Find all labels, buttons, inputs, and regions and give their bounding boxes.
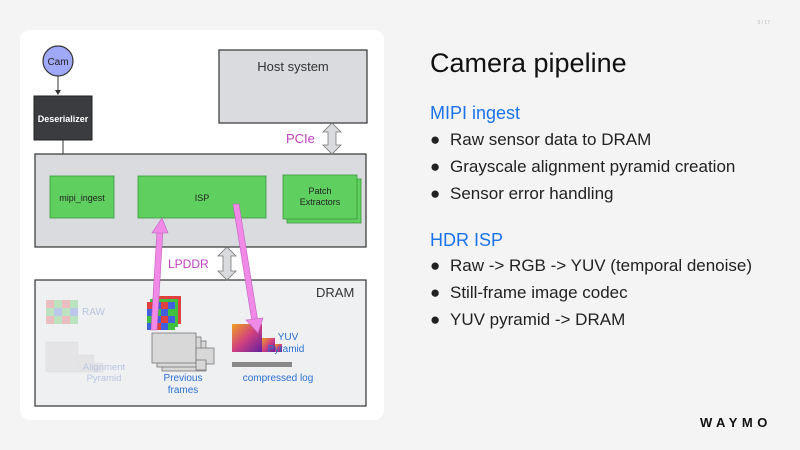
alignment-pyramid-graphic (45, 341, 104, 373)
slide-number: 5 / 17 (757, 20, 770, 26)
isp-block (137, 175, 267, 219)
lpddr-label: LPDDR (168, 257, 209, 271)
bullet-dot: ● (430, 157, 441, 176)
slide-title: Camera pipeline (430, 48, 627, 78)
raw-mosaic (46, 300, 78, 324)
mipi-ingest-bullet-list: ●Raw sensor data to DRAM ●Grayscale alig… (430, 126, 735, 207)
previous-frames-label-1: Previous (164, 373, 203, 384)
list-item: ●Raw -> RGB -> YUV (temporal denoise) (430, 252, 752, 279)
bullet-dot: ● (430, 283, 441, 302)
pcie-label: PCIe (286, 131, 315, 146)
yuv-pyramid-label-1: YUV (278, 332, 299, 343)
lpddr-double-arrow (217, 246, 237, 281)
isp-label: ISP (195, 193, 210, 203)
waymo-logo: WAYMO (700, 415, 772, 430)
pink-arrow-down (232, 203, 264, 334)
previous-frames-stack (151, 332, 215, 372)
host-system-label: Host system (257, 59, 329, 74)
bullet-dot: ● (430, 130, 441, 149)
dram-label: DRAM (316, 285, 354, 300)
bullet-dot: ● (430, 256, 441, 275)
yuv-pyramid-label-2: Pyramid (268, 344, 305, 355)
deserializer-label: Deserializer (38, 114, 89, 124)
hdr-isp-bullet-list: ●Raw -> RGB -> YUV (temporal denoise) ●S… (430, 252, 752, 333)
previous-frames-label-2: frames (168, 385, 199, 396)
diagram-panel: Host system Cam Deserializer mipi_ingest… (20, 30, 384, 420)
compressed-log-bar (232, 362, 292, 367)
pipeline-diagram: Host system Cam Deserializer mipi_ingest… (33, 45, 368, 407)
alignment-pyramid-label-1: Alignment (83, 362, 126, 373)
pink-arrow-up (150, 217, 169, 331)
patch-extractors-label-2: Extractors (300, 197, 341, 207)
section-heading-mipi-ingest: MIPI ingest (430, 103, 521, 123)
list-item: ●Grayscale alignment pyramid creation (430, 153, 735, 180)
section-heading-hdr-isp: HDR ISP (430, 230, 504, 250)
cam-arrowhead (55, 90, 61, 95)
list-item: ●Still-frame image codec (430, 279, 752, 306)
patch-extractors-label-1: Patch (308, 186, 331, 196)
pcie-double-arrow (322, 122, 342, 155)
cam-label: Cam (47, 57, 68, 68)
host-system-block (218, 49, 368, 124)
list-item: ●YUV pyramid -> DRAM (430, 306, 752, 333)
bullet-dot: ● (430, 310, 441, 329)
bullet-dot: ● (430, 184, 441, 203)
list-item: ●Raw sensor data to DRAM (430, 126, 735, 153)
list-item: ●Sensor error handling (430, 180, 735, 207)
raw-label: RAW (82, 307, 106, 318)
mipi-ingest-block (49, 175, 115, 219)
mipi-ingest-label: mipi_ingest (59, 193, 105, 203)
compressed-log-label: compressed log (243, 373, 314, 384)
alignment-pyramid-label-2: Pyramid (87, 373, 122, 384)
patch-extractors-block (282, 174, 358, 220)
